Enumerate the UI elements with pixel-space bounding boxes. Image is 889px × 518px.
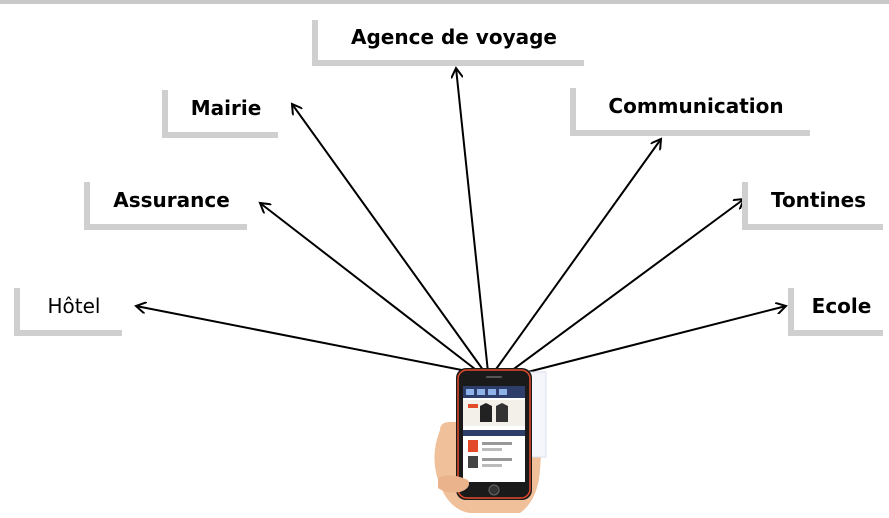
label-hotel: Hôtel <box>20 282 128 330</box>
arrow-tontines <box>506 199 744 375</box>
arrow-hotel <box>136 306 483 375</box>
label-ecole: Ecole <box>794 282 889 330</box>
hand-holding-phone <box>410 360 560 513</box>
arrow-agence <box>456 68 489 373</box>
label-communication: Communication <box>576 82 816 130</box>
smartphone-icon <box>434 368 547 513</box>
arrow-assurance <box>260 203 485 377</box>
label-mairie: Mairie <box>168 84 284 132</box>
label-agence-de-voyage: Agence de voyage <box>318 14 590 60</box>
label-tontines: Tontines <box>748 176 889 224</box>
label-assurance: Assurance <box>90 176 253 224</box>
arrow-mairie <box>292 104 487 375</box>
arrow-ecole <box>511 306 786 377</box>
top-border <box>0 0 889 4</box>
arrow-communication <box>493 139 661 373</box>
